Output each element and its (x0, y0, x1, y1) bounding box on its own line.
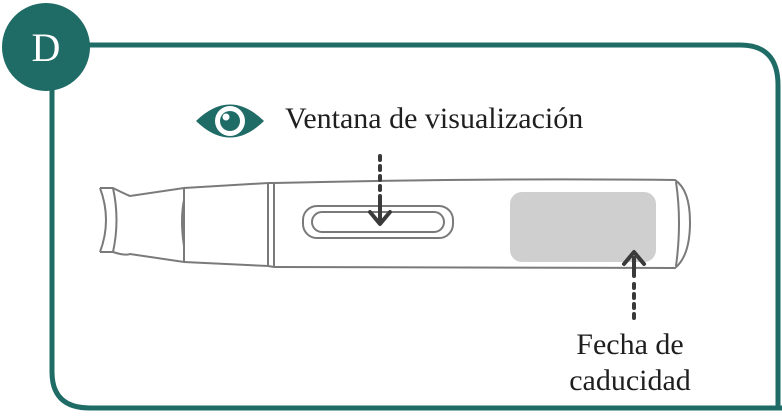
viewing-window-label: Ventana de visualización (285, 102, 584, 135)
step-letter: D (31, 25, 61, 70)
expiry-date-label: Fecha de caducidad (540, 327, 720, 399)
expiry-date-label-line1: Fecha de (576, 328, 684, 361)
step-badge (2, 3, 90, 91)
arrow-to-expiry (622, 250, 646, 322)
panel-frame (49, 42, 782, 411)
expiry-date-label-line2: caducidad (569, 364, 691, 397)
eye-icon (196, 104, 264, 138)
injector-pen (99, 178, 692, 270)
expiry-date-box (510, 192, 656, 262)
arrow-to-window (368, 154, 392, 226)
